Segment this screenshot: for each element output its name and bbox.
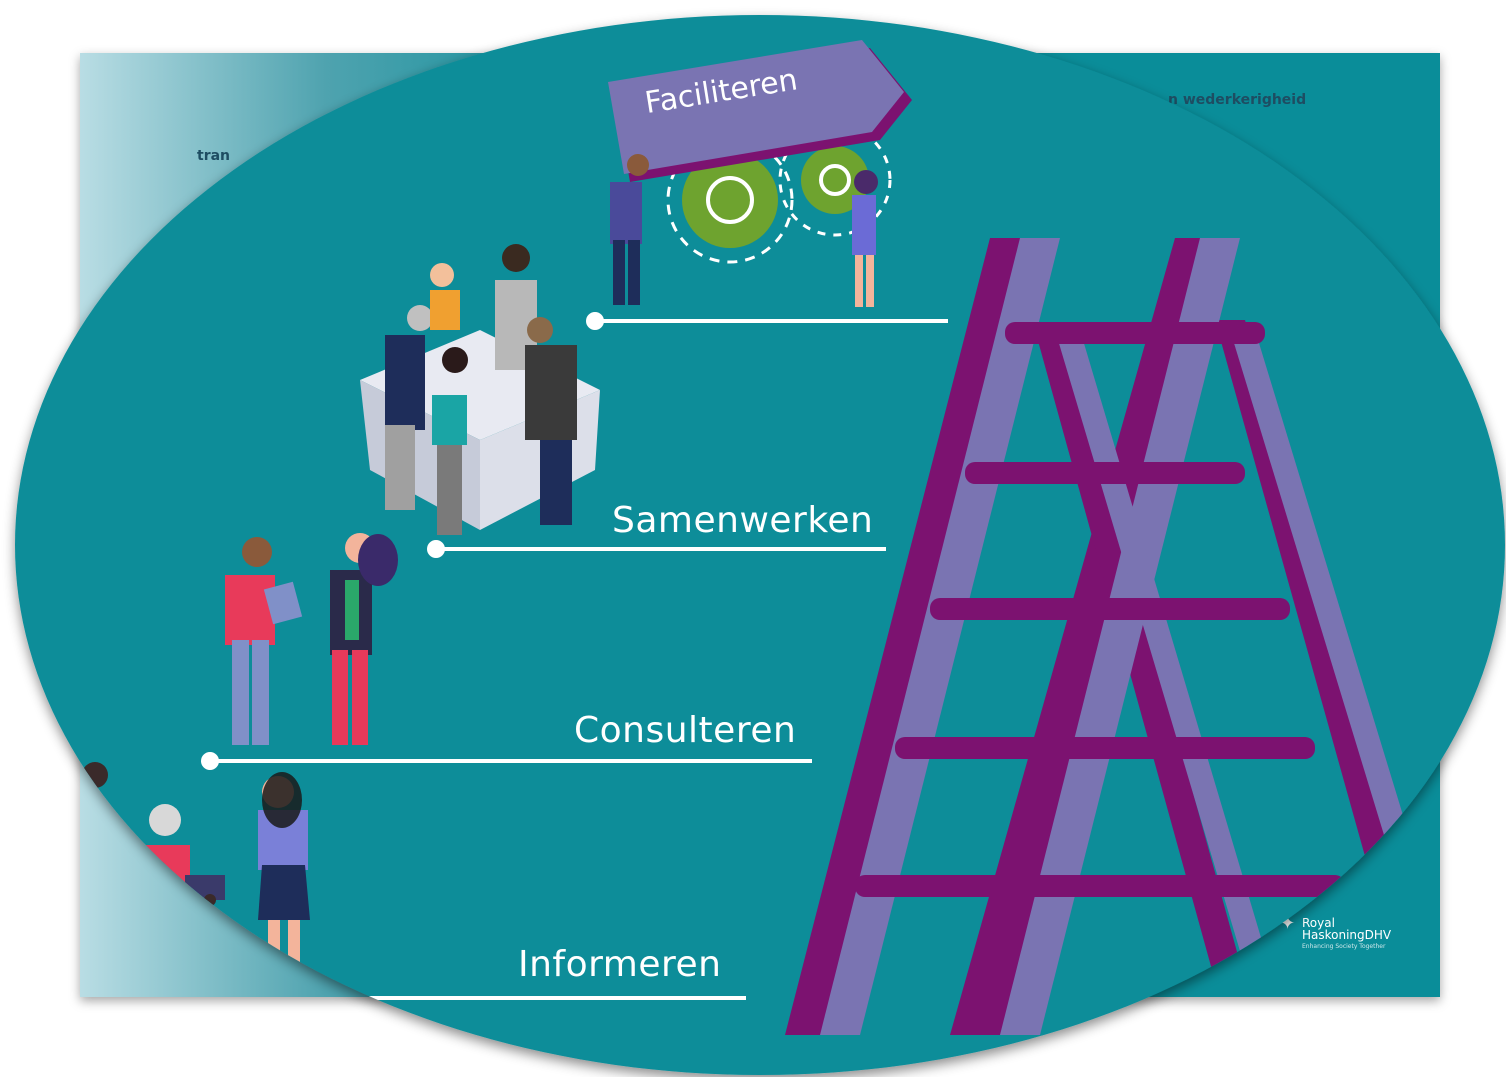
level-label-consulteren: Consulteren — [574, 710, 797, 751]
logo-line2: HaskoningDHV — [1302, 928, 1392, 942]
royal-haskoningdhv-logo: ✦ Royal HaskoningDHV Enhancing Society T… — [1280, 915, 1392, 953]
step-lines — [60, 312, 948, 1000]
level-label-informeren: Informeren — [518, 944, 722, 985]
back-card-text-left: tran — [197, 148, 231, 164]
person-figures-facilitating — [610, 154, 878, 307]
collaboration-group-icon — [360, 244, 600, 535]
sign-arrow-icon — [608, 40, 912, 182]
logo-tagline: Enhancing Society Together — [1302, 943, 1386, 950]
consultation-people-icon — [225, 533, 398, 745]
lens — [15, 15, 1505, 1075]
logo-line1: Royal — [1302, 916, 1335, 930]
level-label-samenwerken: Samenwerken — [612, 500, 874, 541]
back-card-text-right: n wederkerigheid — [1168, 92, 1307, 108]
